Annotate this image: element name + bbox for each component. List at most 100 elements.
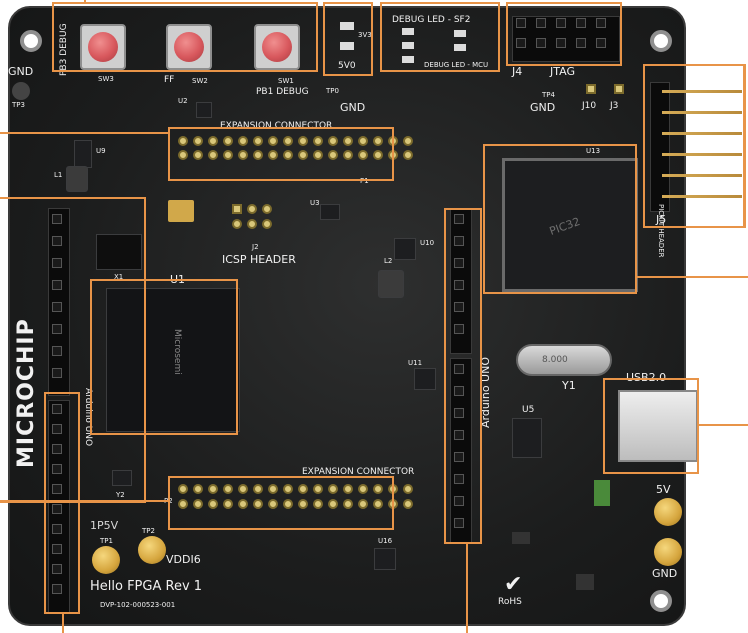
push-button-sw2[interactable] xyxy=(166,24,212,70)
j10-label: J10 xyxy=(582,101,597,111)
arduino-pin xyxy=(52,302,62,312)
arduino-pin xyxy=(454,408,464,418)
board-title: Hello FPGA Rev 1 xyxy=(90,579,203,594)
pickit-pin xyxy=(662,132,742,135)
1p5v-label: 1P5V xyxy=(90,519,119,532)
leader-usb-right xyxy=(699,424,748,426)
arduino-pin xyxy=(454,258,464,268)
arduino-pin xyxy=(454,280,464,290)
vddi6-label: VDDI6 xyxy=(166,553,201,566)
rohs-label: RoHS xyxy=(498,597,522,607)
x1-label: X1 xyxy=(114,273,124,281)
fuse-f1 xyxy=(594,480,610,506)
expansion-connector-top[interactable] xyxy=(178,136,413,160)
header-pin xyxy=(328,484,338,494)
expansion-connector-bottom[interactable] xyxy=(178,484,413,509)
header-pin xyxy=(328,499,338,509)
callout-push-buttons xyxy=(52,2,318,72)
pickit-pin xyxy=(662,90,742,93)
header-pin xyxy=(373,499,383,509)
debug-led-d2 xyxy=(402,42,414,49)
l2-label: L2 xyxy=(384,257,393,265)
arduino-pin xyxy=(52,214,62,224)
callout-pickit-header xyxy=(643,64,745,228)
u9-label: U9 xyxy=(96,147,106,155)
inductor-l1 xyxy=(66,166,88,192)
j4-label: J4 xyxy=(512,65,523,78)
gnd-label-tp0: GND xyxy=(340,101,366,114)
regulator-x1 xyxy=(96,234,142,270)
debug-led-d1 xyxy=(402,28,414,35)
tp3-pad xyxy=(12,82,30,100)
arduino-pin xyxy=(52,236,62,246)
header-pin xyxy=(238,484,248,494)
header-pin xyxy=(208,499,218,509)
push-button-sw3[interactable] xyxy=(80,24,126,70)
j10-pin[interactable] xyxy=(586,84,596,94)
ic-u9 xyxy=(74,140,92,168)
l1-label: L1 xyxy=(54,171,63,179)
leader-mcu-right xyxy=(637,276,748,278)
header-pin xyxy=(373,150,383,160)
diode-d3 xyxy=(576,574,594,590)
callout-jtag-header xyxy=(506,2,622,66)
header-pin xyxy=(238,499,248,509)
arduino-pin xyxy=(52,584,62,594)
u2-label: U2 xyxy=(178,97,188,105)
header-pin xyxy=(208,484,218,494)
pcb-board: GND TP3 SW3 PB3 DEBUG SW2 FF SW1 PB1 DEB… xyxy=(8,6,698,626)
tp1-pad[interactable] xyxy=(92,546,120,574)
arduino-pin xyxy=(454,386,464,396)
pickit-header[interactable] xyxy=(650,82,670,212)
callout-mcu xyxy=(483,144,637,294)
arduino-pin xyxy=(454,430,464,440)
j5-label: J5 xyxy=(656,213,667,226)
header-pin xyxy=(298,499,308,509)
arduino-pin xyxy=(52,464,62,474)
icsp-header[interactable] xyxy=(232,204,272,229)
header-pin xyxy=(223,484,233,494)
j3-pin[interactable] xyxy=(614,84,624,94)
debug-led-sf2-label: DEBUG LED - SF2 xyxy=(392,15,471,25)
gnd-pad-right[interactable] xyxy=(654,538,682,566)
5v-pad[interactable] xyxy=(654,498,682,526)
tp2-pad[interactable] xyxy=(138,536,166,564)
jtag-pin xyxy=(576,18,586,28)
crystal-y2 xyxy=(112,470,132,486)
header-pin xyxy=(247,219,257,229)
arduino-pin xyxy=(52,564,62,574)
jtag-pin xyxy=(596,38,606,48)
header-pin xyxy=(313,484,323,494)
ic-u5 xyxy=(512,418,542,458)
led-3v3-label: 3V3 xyxy=(358,31,372,39)
y1-label: Y1 xyxy=(562,379,576,392)
header-pin xyxy=(358,150,368,160)
jtag-pin xyxy=(556,38,566,48)
jtag-pin xyxy=(576,38,586,48)
arduino-pin xyxy=(52,524,62,534)
leader-push-buttons xyxy=(84,0,86,4)
arduino-pin xyxy=(52,484,62,494)
gnd-label-left: GND xyxy=(8,65,34,78)
header-pin xyxy=(253,150,263,160)
sw3-label: SW3 xyxy=(98,75,114,83)
header-pin xyxy=(298,150,308,160)
leader-arduino-right xyxy=(466,544,468,633)
jtag-pin xyxy=(516,38,526,48)
header-pin xyxy=(313,136,323,146)
header-pin xyxy=(298,136,308,146)
debug-led-d5 xyxy=(454,44,466,51)
header-pin xyxy=(262,204,272,214)
p1-label: P1 xyxy=(360,177,369,185)
usb-label: USB2.0 xyxy=(626,371,667,384)
header-pin xyxy=(193,484,203,494)
pickit-pin xyxy=(662,195,742,198)
usb-connector[interactable] xyxy=(618,390,698,462)
header-pin xyxy=(193,136,203,146)
arduino-pin xyxy=(454,236,464,246)
tp2-label: TP2 xyxy=(142,527,155,535)
fpga-chip-u1: Microsemi xyxy=(106,288,240,432)
header-pin xyxy=(343,484,353,494)
push-button-sw1[interactable] xyxy=(254,24,300,70)
callout-fpga xyxy=(90,279,238,435)
